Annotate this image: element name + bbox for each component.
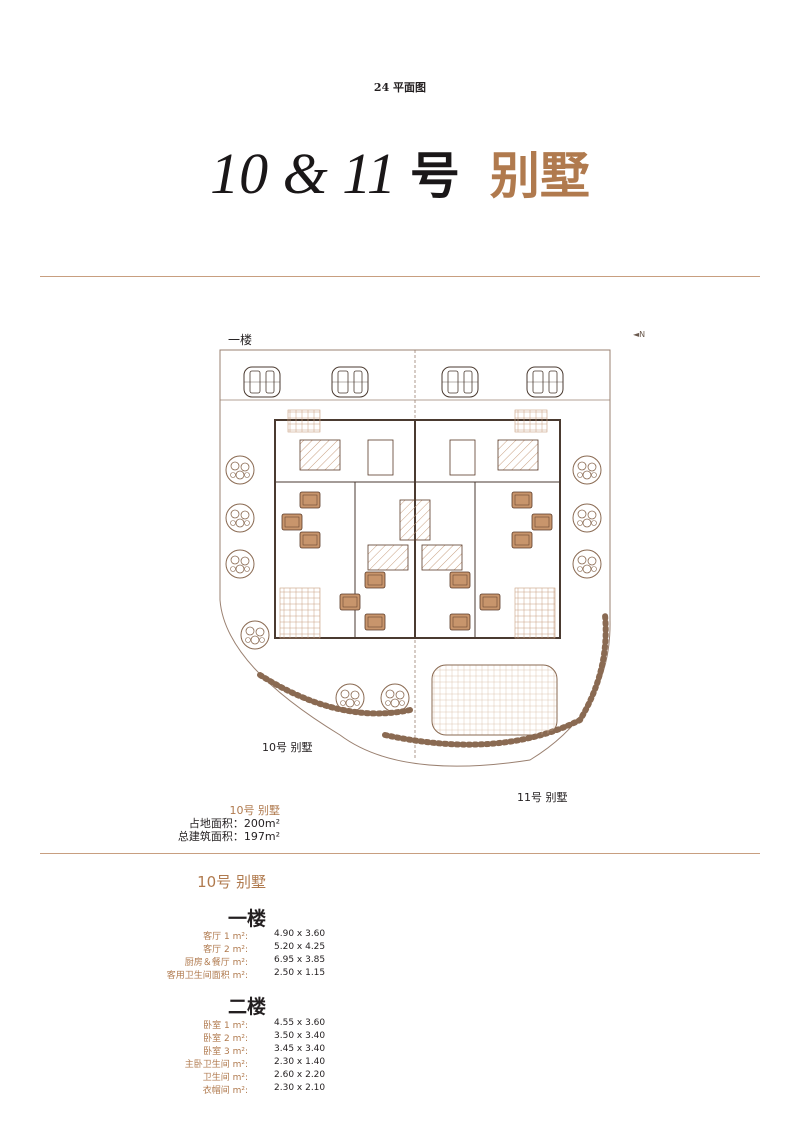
north-arrow-icon: ◄N [633, 330, 646, 339]
floor-plan-drawing [219, 349, 611, 767]
room-row: 主卧卫生间 m²:2.30 x 1.40 [184, 1057, 326, 1070]
page-number: 24 平面图 [373, 81, 427, 94]
room-row: 厨房＆餐厅 m²:6.95 x 3.85 [184, 955, 326, 968]
floor-2-heading: 二楼 [227, 996, 266, 1018]
room-row: 卫生间 m²:2.60 x 2.20 [202, 1070, 326, 1083]
total-area: 总建筑面积：197m² [177, 830, 280, 843]
room-row: 客厅 2 m²:5.20 x 4.25 [203, 942, 326, 955]
room-row: 客厅 1 m²:4.90 x 3.60 [203, 929, 326, 942]
title-villa: 别墅 [489, 147, 590, 205]
top-divider [40, 276, 760, 277]
title-number: 10 & 11 [210, 141, 396, 206]
floor-1-heading: 一楼 [227, 908, 266, 930]
info-villa-name: 10号 别墅 [229, 804, 281, 817]
title-hao: 号 [409, 147, 460, 205]
room-row: 客用卫生间面积 m²:2.50 x 1.15 [166, 968, 326, 981]
room-row: 卧室 1 m²:4.55 x 3.60 [203, 1018, 326, 1031]
floor-label: 一楼 [228, 333, 253, 347]
room-row: 卧室 2 m²:3.50 x 3.40 [203, 1031, 326, 1044]
villa-11-label: 11号 别墅 [517, 791, 568, 804]
room-row: 衣帽间 m²:2.30 x 2.10 [202, 1083, 326, 1096]
villa-10-label: 10号 别墅 [262, 741, 313, 754]
room-list-villa-title: 10号 别墅 [197, 873, 266, 891]
area-info: 10号 别墅 占地面积：200m² 总建筑面积：197m² [40, 804, 280, 843]
room-row: 卧室 3 m²:3.45 x 3.40 [203, 1044, 326, 1057]
mid-divider [40, 853, 760, 854]
site-area: 占地面积：200m² [188, 817, 280, 830]
